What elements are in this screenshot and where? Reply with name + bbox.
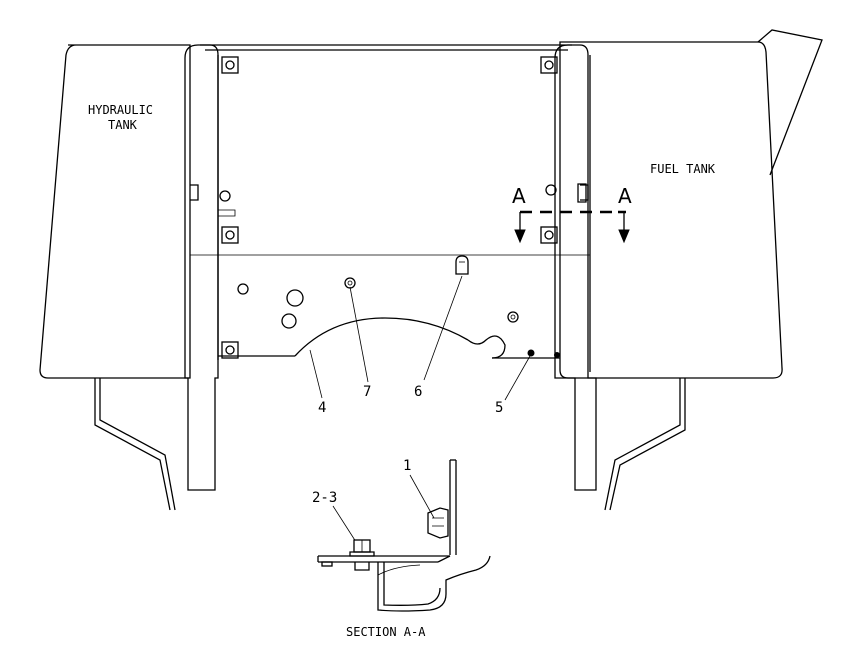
section-title: SECTION A-A (346, 625, 426, 639)
hydraulic-tank (39, 44, 191, 511)
section-marker-right: A (618, 184, 632, 208)
bolt-mid-left (221, 226, 239, 244)
fuel-tank (559, 29, 823, 511)
leader-lines (309, 275, 531, 546)
panel-holes (219, 184, 560, 358)
bolt-top-right (540, 56, 558, 74)
bolt-mid-right (540, 226, 558, 244)
hydraulic-tank-label-1: HYDRAULIC (88, 103, 153, 117)
callout-1: 1 (403, 458, 411, 474)
callout-2-3: 2-3 (312, 490, 337, 506)
callout-5: 5 (495, 400, 503, 416)
clip-right-upright (577, 183, 587, 203)
hydraulic-tank-label-2: TANK (108, 118, 138, 132)
center-frame (184, 44, 597, 491)
callout-6: 6 (414, 384, 422, 400)
section-cut-line (514, 210, 630, 244)
section-marker-left: A (512, 184, 526, 208)
callout-7: 7 (363, 384, 371, 400)
bolt-top-left (221, 56, 239, 74)
clip-part-6 (455, 255, 469, 275)
bolt-bottom-left (221, 341, 239, 359)
section-a-a-detail (317, 459, 491, 612)
callout-4: 4 (318, 400, 326, 416)
fuel-tank-label: FUEL TANK (650, 162, 716, 176)
